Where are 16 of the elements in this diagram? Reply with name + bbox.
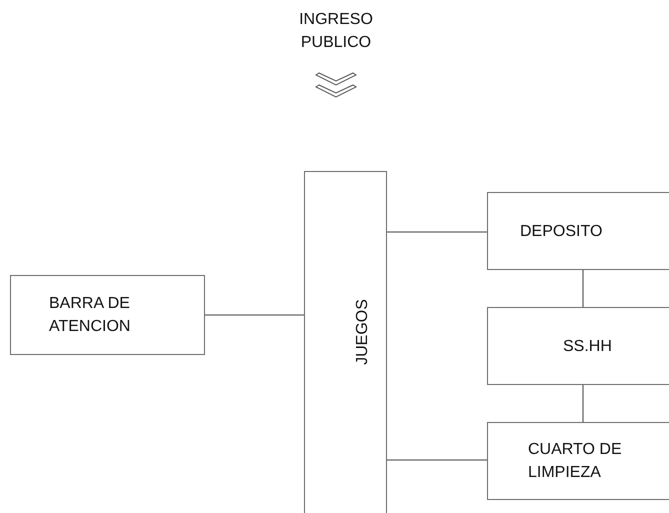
- room-label: SS.HH: [563, 336, 613, 356]
- connector-line: [387, 231, 487, 233]
- room-label: DEPOSITO: [520, 222, 604, 242]
- connector-line: [582, 270, 584, 307]
- room-box: [487, 307, 669, 385]
- room-box: [487, 192, 669, 270]
- room-box: [487, 422, 669, 500]
- entrance-label: INGRESO PUBLICO: [298, 10, 374, 53]
- room-box: [304, 171, 387, 513]
- room-box: [10, 275, 205, 355]
- connector-line: [205, 314, 304, 316]
- connector-line: [387, 459, 487, 461]
- connector-line: [582, 385, 584, 422]
- room-label: CUARTO DE LIMPIEZA: [528, 440, 623, 483]
- room-label: BARRA DE ATENCION: [49, 294, 132, 337]
- room-label: JUEGOS: [352, 299, 372, 365]
